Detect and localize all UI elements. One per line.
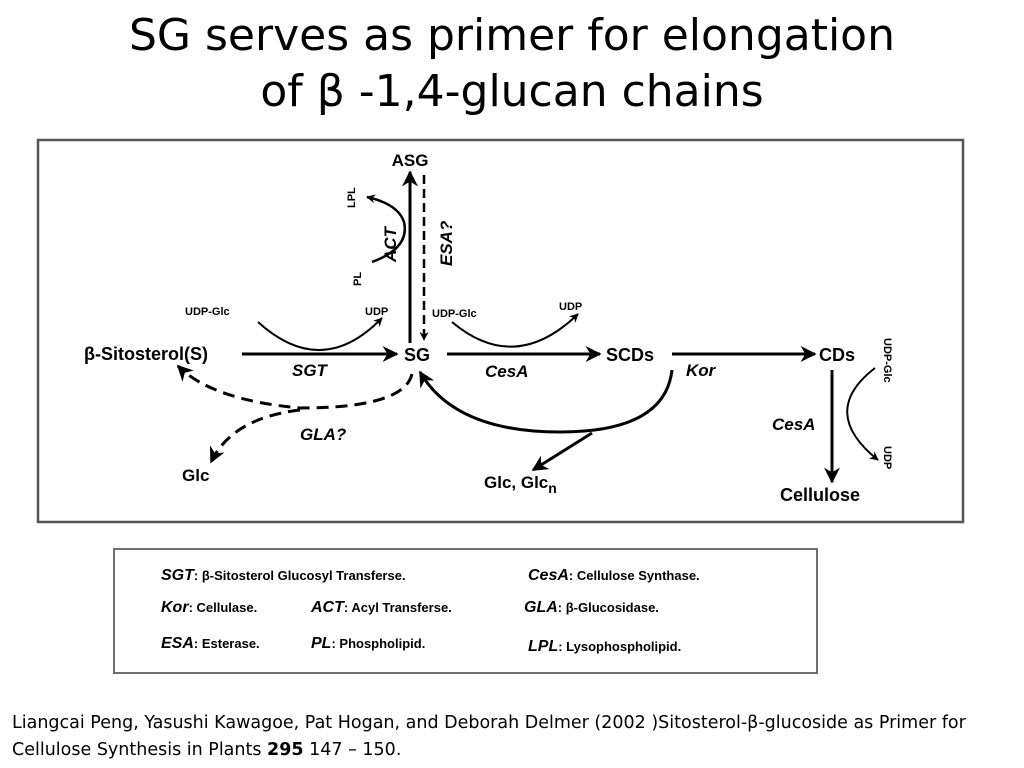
label-cesa-2: CesA (772, 415, 815, 434)
node-asg: ASG (392, 151, 429, 170)
label-udp-1: UDP (365, 306, 388, 318)
legend-gla: GLA: β-Glucosidase. (524, 599, 659, 616)
arrow-to-glc-n (531, 431, 593, 472)
title-line-2: of β -1,4-glucan chains (260, 66, 764, 117)
citation-text: Liangcai Peng, Yasushi Kawagoe, Pat Hoga… (12, 713, 966, 760)
legend-kor: Kor: Cellulase. (161, 599, 258, 616)
label-sgt: SGT (292, 361, 329, 380)
legend-act: ACT: Acyl Transferse. (311, 599, 452, 616)
label-esa: ESA? (437, 220, 456, 266)
legend-pl: PL: Phospholipid. (311, 635, 426, 652)
label-udp-3: UDP (881, 446, 893, 469)
dashed-gla-to-glc (209, 408, 301, 464)
arrow-pl-to-lpl (366, 194, 407, 264)
abbreviation-legend: SGT: β-Sitosterol Glucosyl Transferse. C… (113, 548, 818, 674)
citation-volume: 295 (267, 740, 304, 760)
pathway-diagram: ASG β-Sitosterol(S) SG SCDs CDs Cellulos… (36, 138, 965, 524)
label-pl: PL (352, 272, 364, 286)
diagram-frame (36, 138, 965, 524)
label-lpl: LPL (346, 187, 358, 208)
dashed-gla-to-sitosterol (176, 364, 414, 410)
node-cds: CDs (819, 345, 855, 365)
label-udp-2: UDP (559, 301, 582, 313)
legend-lpl: LPL: Lysophospholipid. (528, 638, 682, 655)
curve-cesa-udp-vertical (846, 367, 879, 461)
node-glc-n: Glc, Glcn (484, 473, 557, 496)
node-sg: SG (404, 345, 430, 365)
curve-cesa-udp (451, 313, 579, 348)
legend-sgt: SGT: β-Sitosterol Glucosyl Transferse. (161, 567, 406, 584)
label-gla: GLA? (300, 425, 347, 444)
node-cellulose: Cellulose (780, 485, 860, 505)
curve-kor-recycle (418, 369, 674, 434)
node-scds: SCDs (606, 345, 654, 365)
title-line-1: SG serves as primer for elongation (128, 10, 895, 61)
citation-pages: 147 – 150. (303, 740, 402, 760)
label-cesa-1: CesA (485, 362, 528, 381)
node-glc: Glc (182, 466, 209, 485)
curve-sgt-udp (257, 317, 383, 351)
label-udp-glc-2: UDP-Glc (432, 308, 477, 320)
label-kor: Kor (686, 361, 717, 380)
citation: Liangcai Peng, Yasushi Kawagoe, Pat Hoga… (12, 710, 1012, 764)
legend-esa: ESA: Esterase. (161, 635, 260, 652)
legend-cesa: CesA: Cellulose Synthase. (528, 567, 700, 584)
label-udp-glc-1: UDP-Glc (185, 306, 230, 318)
node-sitosterol: β-Sitosterol(S) (84, 344, 208, 364)
label-udp-glc-3: UDP-Glc (881, 338, 893, 383)
slide-title: SG serves as primer for elongation of β … (0, 8, 1024, 120)
label-act: ACT (381, 225, 400, 263)
